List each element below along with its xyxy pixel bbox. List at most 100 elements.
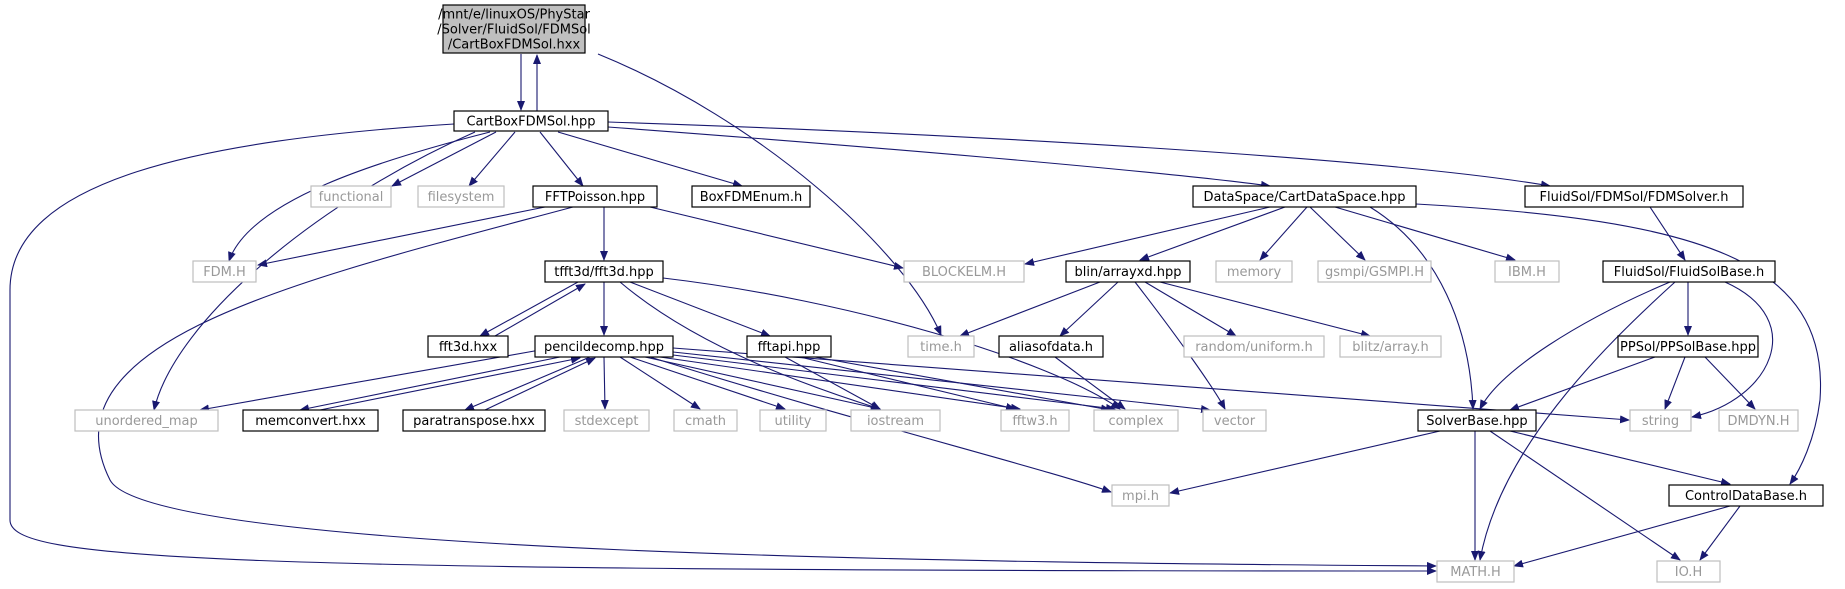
node-label-filesystem: filesystem	[428, 190, 495, 205]
node-box-fluidsolbase	[1602, 260, 1776, 283]
node-fftapi[interactable]: fftapi.hpp	[746, 335, 832, 358]
edge-ppsolbase-to-solverbase	[1509, 356, 1656, 411]
edge-aliasofdata-to-complex	[1054, 356, 1126, 410]
node-utility: utility	[759, 409, 827, 432]
node-label-cartdataspace: DataSpace/CartDataSpace.hpp	[1203, 190, 1405, 205]
node-label-fft3dhxx: fft3d.hxx	[439, 340, 498, 355]
edge-pencildecomp-to-stdexcept	[600, 356, 609, 410]
edge-tfft3d-to-fft3dhxx	[479, 281, 579, 337]
node-box-vector	[1202, 409, 1267, 432]
edge-tfft3d-to-iostream	[619, 281, 881, 411]
edge-cartdataspace-to-controldatabase	[1415, 203, 1822, 485]
edge-cartboxhpp-to-functional	[391, 131, 497, 187]
node-box-fdmsolver	[1524, 185, 1744, 208]
node-box-controldatabase	[1668, 484, 1824, 507]
node-paratranspose[interactable]: paratranspose.hxx	[402, 409, 546, 432]
node-cartboxhpp[interactable]: CartBoxFDMSol.hpp	[453, 110, 609, 132]
edge-pencildecomp-to-complex	[672, 354, 1116, 412]
edge-solverbase-to-ioh	[1489, 430, 1681, 561]
edge-pencildecomp-to-vector	[672, 351, 1211, 414]
node-root[interactable]: /mnt/e/linuxOS/PhyStar/Solver/FluidSol/F…	[437, 4, 591, 54]
node-box-cartdataspace	[1192, 185, 1417, 208]
edge-cartboxhpp-to-fftpoisson	[539, 131, 584, 187]
node-box-fftw3	[1000, 409, 1070, 432]
edge-ppsolbase-to-dmdyn	[1704, 356, 1756, 410]
edge-cartboxhpp-to-cartdataspace	[607, 126, 1271, 189]
node-aliasofdata[interactable]: aliasofdata.h	[998, 335, 1104, 358]
node-label-blitzarray: blitz/array.h	[1352, 340, 1428, 355]
node-memconvert[interactable]: memconvert.hxx	[242, 409, 379, 432]
node-label-timeh: time.h	[920, 340, 962, 355]
edge-cartdataspace-to-blockelm	[1024, 206, 1271, 266]
node-complex: complex	[1093, 409, 1179, 432]
node-box-randomuniform	[1183, 335, 1325, 358]
edge-cartboxhpp-to-boxfdmenum	[557, 131, 743, 188]
node-fdmsolver[interactable]: FluidSol/FDMSol/FDMSolver.h	[1524, 185, 1744, 208]
edge-solverbase-to-mpih	[1169, 430, 1441, 495]
node-label-pencildecomp: pencildecomp.hpp	[544, 340, 664, 355]
edge-cartboxhpp-to-mathh	[9, 123, 1437, 575]
node-box-cmath	[673, 409, 738, 432]
edge-tfft3d-to-complex	[662, 277, 1121, 410]
node-box-ibm	[1494, 260, 1560, 283]
node-label-root-line-1: /Solver/FluidSol/FDMSol	[437, 23, 591, 38]
node-blitzarray: blitz/array.h	[1339, 335, 1442, 358]
node-solverbase[interactable]: SolverBase.hpp	[1417, 409, 1537, 432]
node-pencildecomp[interactable]: pencildecomp.hpp	[534, 335, 674, 358]
node-box-blockelm	[903, 260, 1025, 283]
node-label-solverbase: SolverBase.hpp	[1426, 414, 1527, 429]
node-boxfdmenum[interactable]: BoxFDMEnum.h	[691, 185, 811, 208]
node-arrayxd[interactable]: blin/arrayxd.hpp	[1065, 260, 1191, 283]
edge-arrayxd-to-timeh	[959, 281, 1101, 337]
node-controldatabase[interactable]: ControlDataBase.h	[1668, 484, 1824, 507]
node-box-fdmh	[192, 260, 257, 283]
edge-solverbase-to-controldatabase	[1509, 430, 1731, 486]
node-label-cartboxhpp: CartBoxFDMSol.hpp	[466, 115, 595, 130]
edge-root-to-timeh	[597, 53, 942, 336]
node-box-fft3dhxx	[427, 335, 509, 358]
edge-fftpoisson-to-mathh	[97, 206, 1437, 570]
node-fft3dhxx[interactable]: fft3d.hxx	[427, 335, 509, 358]
edge-pencildecomp-to-fftw3	[659, 356, 1021, 412]
edge-cartboxhpp-to-fdmsolver	[607, 121, 1551, 189]
node-label-fdmsolver: FluidSol/FDMSol/FDMSolver.h	[1539, 190, 1728, 205]
edge-pencildecomp-to-mpih	[649, 356, 1112, 493]
node-label-string: string	[1642, 414, 1679, 429]
node-box-ppsolbase	[1617, 335, 1759, 358]
edge-pencildecomp-to-paratranspose	[464, 356, 591, 411]
node-box-solverbase	[1417, 409, 1537, 432]
node-label-dmdyn: DMDYN.H	[1727, 414, 1789, 429]
node-label-cmath: cmath	[685, 414, 726, 429]
node-vector: vector	[1202, 409, 1267, 432]
node-box-string	[1629, 409, 1692, 432]
node-label-memory: memory	[1227, 265, 1282, 280]
node-label-gsmpi: gsmpi/GSMPI.H	[1325, 265, 1424, 280]
node-fftpoisson[interactable]: FFTPoisson.hpp	[532, 185, 658, 208]
node-label-blockelm: BLOCKELM.H	[922, 265, 1006, 280]
node-label-stdexcept: stdexcept	[575, 414, 639, 429]
edge-pencildecomp-to-unorderedmap	[199, 349, 541, 413]
node-cartdataspace[interactable]: DataSpace/CartDataSpace.hpp	[1192, 185, 1417, 208]
node-unorderedmap: unordered_map	[74, 409, 219, 432]
node-box-pencildecomp	[534, 335, 674, 358]
node-box-memconvert	[242, 409, 379, 432]
node-box-dmdyn	[1718, 409, 1799, 432]
node-fdmh: FDM.H	[192, 260, 257, 283]
edge-pencildecomp-to-utility	[629, 356, 786, 410]
node-label-fdmh: FDM.H	[203, 265, 246, 280]
node-fluidsolbase[interactable]: FluidSol/FluidSolBase.h	[1602, 260, 1776, 283]
node-label-fftpoisson: FFTPoisson.hpp	[545, 190, 645, 205]
node-box-unorderedmap	[74, 409, 219, 432]
edge-paratranspose-to-pencildecomp	[484, 357, 596, 411]
node-label-aliasofdata: aliasofdata.h	[1009, 340, 1093, 355]
edge-cartdataspace-to-gsmpi	[1309, 206, 1366, 261]
node-tfft3d[interactable]: tfft3d/fft3d.hpp	[544, 260, 664, 283]
edge-cartboxhpp-to-fdmh	[228, 131, 491, 262]
node-ppsolbase[interactable]: PPSol/PPSolBase.hpp	[1617, 335, 1759, 358]
node-box-fftapi	[746, 335, 832, 358]
node-blockelm: BLOCKELM.H	[903, 260, 1025, 283]
node-functional: functional	[310, 185, 392, 208]
edge-cartdataspace-to-ibm	[1334, 206, 1516, 262]
nodes-layer: /mnt/e/linuxOS/PhyStar/Solver/FluidSol/F…	[74, 4, 1824, 583]
node-box-utility	[759, 409, 827, 432]
